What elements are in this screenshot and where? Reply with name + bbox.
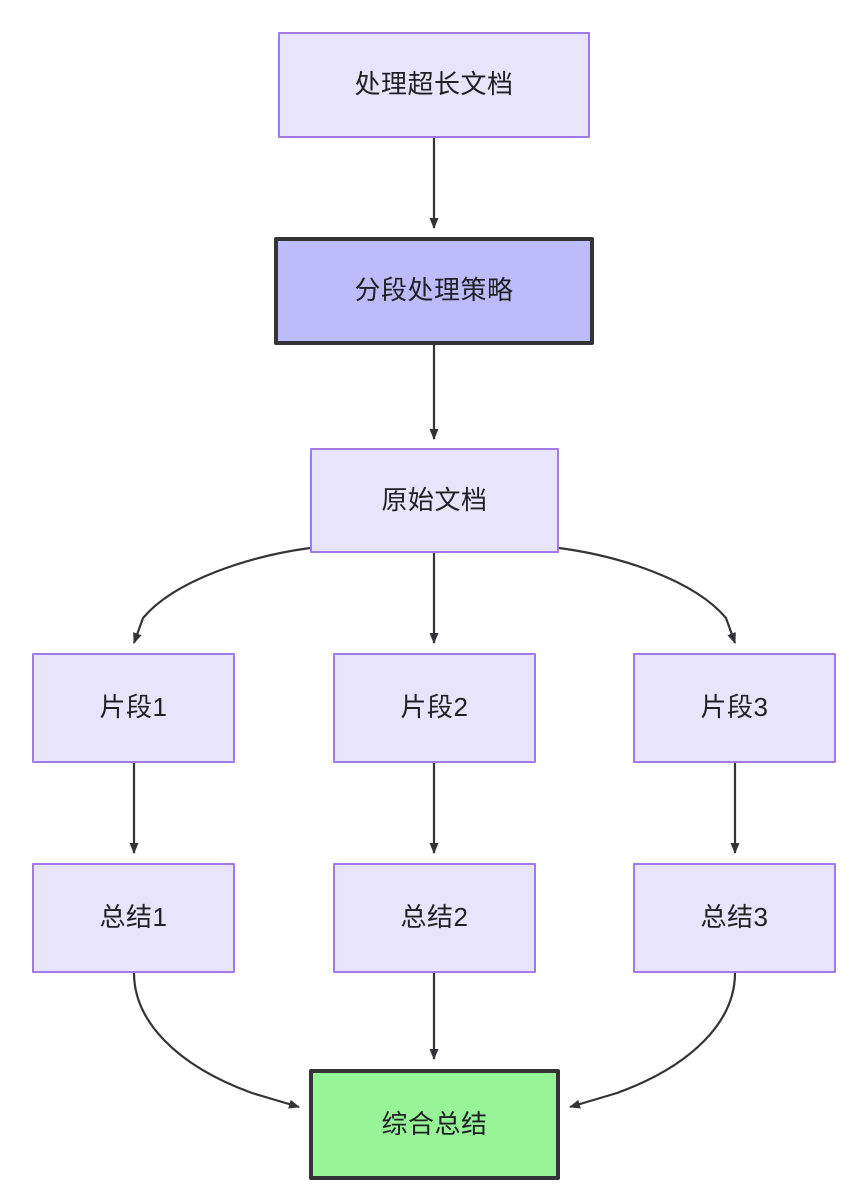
node-label: 总结2 <box>400 902 469 933</box>
edge-source-to-chunk3 <box>558 546 737 644</box>
node-label: 分段处理策略 <box>354 275 514 306</box>
edge-summary1-to-final <box>132 972 300 1109</box>
node-label: 处理超长文档 <box>354 69 514 100</box>
node-label: 总结1 <box>99 902 168 933</box>
node-summary-1[interactable]: 总结1 <box>32 863 235 973</box>
node-label: 总结3 <box>700 902 769 933</box>
node-chunk-2[interactable]: 片段2 <box>333 653 536 763</box>
node-comprehensive-summary[interactable]: 综合总结 <box>309 1069 560 1180</box>
node-chunking-strategy[interactable]: 分段处理策略 <box>274 237 594 345</box>
node-label: 片段1 <box>99 692 168 723</box>
node-label: 综合总结 <box>381 1108 488 1139</box>
node-label: 片段2 <box>400 692 469 723</box>
node-summary-3[interactable]: 总结3 <box>633 863 836 973</box>
edge-summary3-to-final <box>569 972 737 1109</box>
node-source-document[interactable]: 原始文档 <box>310 448 559 553</box>
node-label: 片段3 <box>700 692 769 723</box>
node-chunk-1[interactable]: 片段1 <box>32 653 235 763</box>
node-process-long-document[interactable]: 处理超长文档 <box>278 32 590 138</box>
node-label: 原始文档 <box>381 484 488 515</box>
node-summary-2[interactable]: 总结2 <box>333 863 536 973</box>
node-chunk-3[interactable]: 片段3 <box>633 653 836 763</box>
edge-source-to-chunk1 <box>132 546 311 644</box>
